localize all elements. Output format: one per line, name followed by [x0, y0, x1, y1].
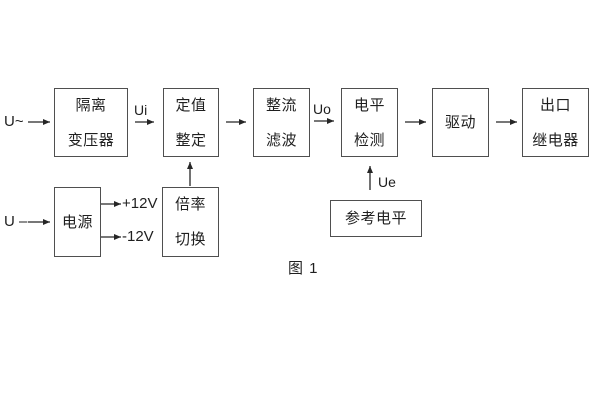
block-label: 出口 [539, 96, 571, 114]
signal-uo-label: Uo [313, 101, 331, 117]
signal-ue-label: Ue [378, 174, 396, 190]
pos-rail-label: +12V [122, 195, 158, 212]
block-reference-level: 参考电平 [330, 200, 422, 237]
block-label: 整定 [175, 131, 207, 149]
input-dc-label: U – [4, 213, 28, 230]
block-label: 检测 [353, 131, 385, 149]
block-label: 切换 [174, 231, 206, 248]
signal-ui-label: Ui [134, 102, 148, 118]
block-label: 继电器 [532, 131, 579, 149]
block-level-detect: 电平 检测 [341, 88, 398, 157]
block-rectify-filter: 整流 滤波 [253, 88, 310, 157]
block-label: 整流 [265, 96, 297, 114]
figure-caption: 图 1 [288, 260, 319, 277]
block-label: 驱动 [444, 114, 476, 131]
block-drive: 驱动 [432, 88, 489, 157]
block-label: 电源 [61, 213, 93, 231]
block-label: 滤波 [265, 131, 297, 149]
block-label: 参考电平 [344, 210, 407, 227]
block-label: 电平 [353, 96, 385, 114]
block-ratio-switch: 倍率 切换 [162, 187, 219, 257]
block-power-supply: 电源 [54, 187, 101, 257]
block-isolation-transformer: 隔离 变压器 [54, 88, 128, 157]
block-setting-adjust: 定值 整定 [163, 88, 219, 157]
block-label: 倍率 [174, 196, 206, 213]
block-label: 隔离 [75, 96, 107, 114]
block-output-relay: 出口 继电器 [522, 88, 589, 157]
block-label: 定值 [175, 96, 207, 114]
neg-rail-label: -12V [122, 228, 154, 245]
input-ac-label: U~ [4, 113, 24, 130]
block-label: 变压器 [67, 131, 115, 149]
